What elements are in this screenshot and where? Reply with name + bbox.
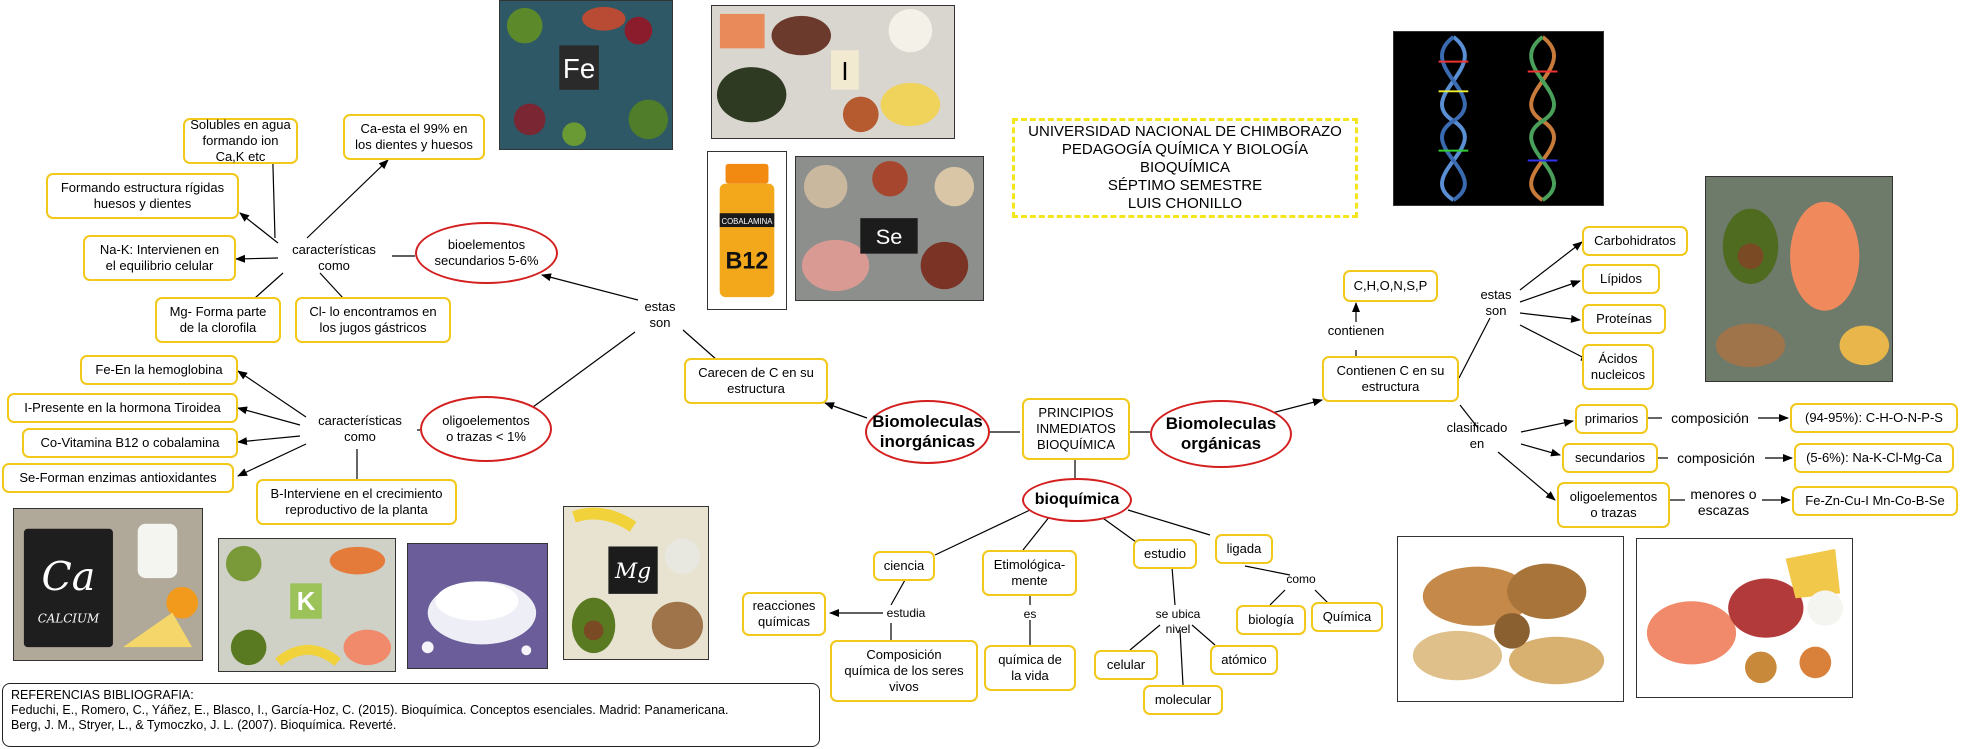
dna-image bbox=[1393, 31, 1604, 206]
fe-label: Fe bbox=[563, 53, 595, 84]
composicion-node: Composición química de los seres vivos bbox=[830, 640, 978, 702]
estas-son-label: estas son bbox=[1480, 287, 1512, 318]
caracteristicas-label: características como bbox=[292, 242, 376, 273]
carecen-node: Carecen de C en su estructura bbox=[684, 358, 828, 404]
i-node: I-Presente en la hormona Tiroidea bbox=[7, 393, 238, 423]
header-box: UNIVERSIDAD NACIONAL DE CHIMBORAZO PEDAG… bbox=[1012, 118, 1358, 218]
biologia-node: biología bbox=[1236, 605, 1306, 635]
lipidos-node: Lípidos bbox=[1582, 264, 1660, 294]
ca-node: Ca-esta el 99% en los dientes y huesos bbox=[343, 114, 485, 160]
carbohidratos-node: Carbohidratos bbox=[1582, 226, 1688, 256]
fe-node: Fe-En la hemoglobina bbox=[80, 355, 238, 385]
salt-image bbox=[407, 543, 548, 669]
celular-node: celular bbox=[1094, 650, 1158, 680]
header-line: PEDAGOGÍA QUÍMICA Y BIOLOGÍA bbox=[1061, 141, 1309, 158]
solubles-node: Solubles en agua formando ion Ca,K etc bbox=[183, 117, 298, 164]
contienen-c-node: Contienen C en su estructura bbox=[1322, 356, 1459, 402]
k-label: K bbox=[297, 588, 316, 616]
clasificado-label: clasificado en bbox=[1446, 420, 1508, 451]
nak-node: Na-K: Intervienen en el equilibrio celul… bbox=[83, 235, 236, 281]
header-line: BIOQUÍMICA bbox=[1139, 159, 1230, 176]
inorganicas-node: Biomoleculas inorgánicas bbox=[865, 400, 990, 464]
primarios-node: primarios bbox=[1575, 404, 1648, 434]
b-node: B-Interviene en el crecimiento reproduct… bbox=[256, 479, 457, 525]
estudio-node: estudio bbox=[1133, 539, 1197, 569]
header-line: LUIS CHONILLO bbox=[1127, 195, 1243, 212]
se-label: Se bbox=[876, 224, 903, 249]
pct-primarios-node: (94-95%): C-H-O-N-P-S bbox=[1790, 403, 1958, 433]
cl-node: Cl- lo encontramos en los jugos gástrico… bbox=[295, 297, 451, 343]
se-node: Se-Forman enzimas antioxidantes bbox=[2, 463, 234, 493]
contienen-label: contienen bbox=[1327, 323, 1385, 338]
estas-son-label: estas son bbox=[644, 299, 676, 330]
proteins-foods-image bbox=[1636, 538, 1853, 698]
reacciones-node: reacciones químicas bbox=[742, 592, 826, 636]
composicion-label: composición bbox=[1677, 450, 1755, 466]
quimica-node: Química bbox=[1311, 602, 1383, 632]
secundarios-node: bioelementos secundarios 5-6% bbox=[415, 222, 558, 284]
organicas-node: Biomoleculas orgánicas bbox=[1150, 400, 1292, 468]
magnesium-foods-image: Mg bbox=[563, 506, 709, 660]
potassium-foods-image: K bbox=[218, 538, 396, 672]
ciencia-node: ciencia bbox=[873, 551, 935, 581]
ca-label: Ca bbox=[41, 554, 95, 600]
es-label: es bbox=[1023, 607, 1037, 621]
cobalamina-label: COBALAMINA bbox=[721, 217, 773, 226]
b12-label: B12 bbox=[726, 247, 769, 273]
cobalamin-bottle-image: COBALAMINA B12 bbox=[707, 151, 787, 310]
chonsp-node: C,H,O,N,S,P bbox=[1343, 270, 1438, 302]
ligada-node: ligada bbox=[1215, 534, 1273, 564]
bioquimica-node: bioquímica bbox=[1022, 478, 1132, 522]
references-box: REFERENCIAS BIBLIOGRAFIA: Feduchi, E., R… bbox=[2, 683, 820, 747]
calcium-foods-image: Ca CALCIUM bbox=[13, 508, 203, 661]
como-label: como bbox=[1286, 572, 1316, 586]
caracteristicas-label: características como bbox=[318, 413, 402, 444]
iodine-foods-image: I bbox=[711, 5, 955, 139]
co-node: Co-Vitamina B12 o cobalamina bbox=[22, 428, 238, 458]
calcium-label: CALCIUM bbox=[38, 612, 100, 626]
selenium-foods-image: Se bbox=[795, 156, 984, 301]
molecular-node: molecular bbox=[1143, 685, 1223, 715]
header-line: UNIVERSIDAD NACIONAL DE CHIMBORAZO bbox=[1028, 123, 1342, 140]
iron-foods-image: Fe bbox=[499, 0, 673, 150]
principios-node: PRINCIPIOS INMEDIATOS BIOQUÍMICA bbox=[1022, 398, 1130, 460]
formando-node: Formando estructura rígidas huesos y die… bbox=[46, 173, 239, 219]
fats-foods-image bbox=[1705, 176, 1893, 382]
se-ubica-label: se ubica nivel bbox=[1155, 607, 1201, 636]
trazas-list-node: Fe-Zn-Cu-I Mn-Co-B-Se bbox=[1792, 486, 1958, 516]
estudia-label: estudia bbox=[886, 606, 926, 620]
proteinas-node: Proteínas bbox=[1582, 304, 1666, 334]
oligo-node: oligoelementos o trazas < 1% bbox=[420, 396, 552, 462]
oligo-org-node: oligoelementos o trazas bbox=[1557, 482, 1670, 528]
quimica-vida-node: química de la vida bbox=[984, 645, 1076, 691]
etimologicamente-node: Etimológica- mente bbox=[982, 550, 1077, 596]
acidos-node: Ácidos nucleicos bbox=[1582, 344, 1654, 390]
atomico-node: atómico bbox=[1210, 645, 1278, 675]
menores-label: menores o escazas bbox=[1690, 486, 1757, 518]
composicion-label: composición bbox=[1671, 410, 1749, 426]
pct-secundarios-node: (5-6%): Na-K-Cl-Mg-Ca bbox=[1794, 443, 1954, 473]
i-label: I bbox=[841, 58, 848, 86]
mg-node: Mg- Forma parte de la clorofila bbox=[155, 297, 281, 343]
secundarios-org-node: secundarios bbox=[1562, 443, 1658, 473]
carbohydrates-foods-image bbox=[1397, 536, 1624, 702]
header-line: SÉPTIMO SEMESTRE bbox=[1107, 177, 1263, 194]
mg-label: Mg bbox=[614, 559, 651, 584]
